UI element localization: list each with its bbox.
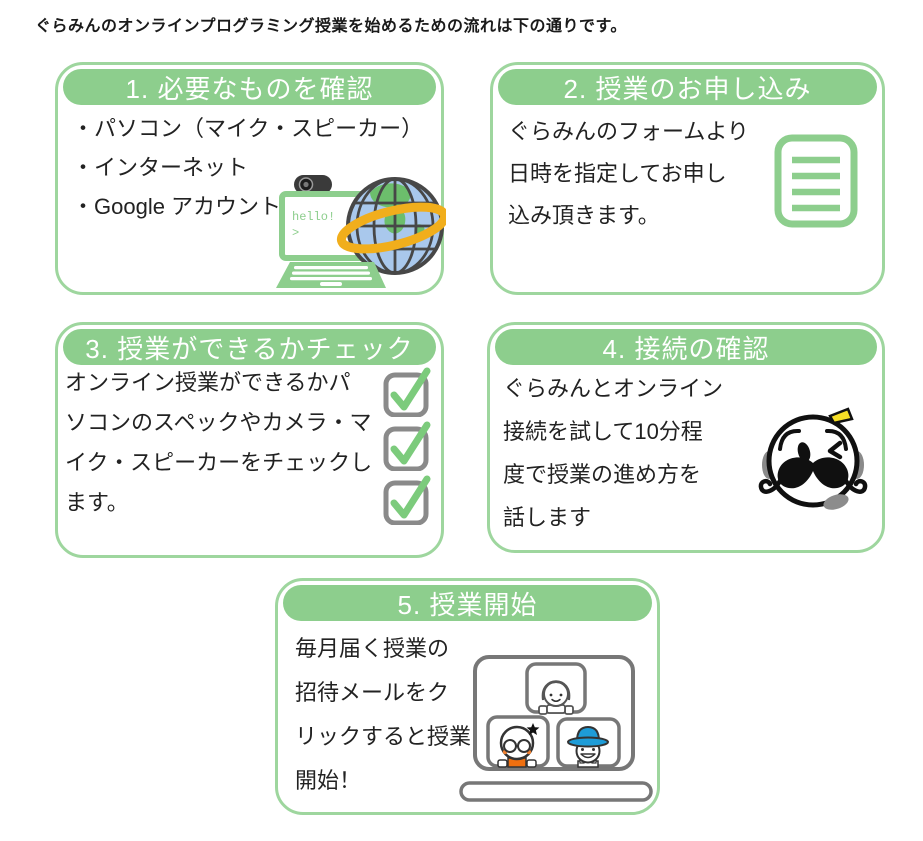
step-header-3: 3. 授業ができるかチェック: [63, 329, 436, 365]
step-header-1: 1. 必要なものを確認: [63, 69, 436, 105]
step-title-3: 3. 授業ができるかチェック: [85, 333, 414, 364]
step-text-line: 接続を試して10分程: [503, 419, 703, 444]
step-text-line: 招待メールをク: [295, 680, 450, 705]
video-panel-teacher: [525, 662, 587, 715]
step-card-1: 1. 必要なものを確認 ・パソコン（マイク・スピーカー） ・インターネット ・G…: [55, 62, 446, 295]
step-title-1: 1. 必要なものを確認: [125, 73, 374, 104]
checkbox-column: [382, 363, 432, 525]
step-text-line: ・Google アカウント: [72, 194, 282, 219]
mustache-mascot-icon: [758, 407, 868, 510]
step-text-line: ぐらみんのフォームより: [508, 119, 749, 144]
saturn-ring: [336, 202, 446, 254]
video-panel-kid-glasses: [486, 715, 550, 768]
step-text-line: ます。: [65, 490, 129, 515]
step-card-5: 5. 授業開始 毎月届く授業の 招待メールをク リックすると授業 開始！: [275, 578, 660, 815]
laptop-base-bar: [459, 781, 653, 802]
globe-icon: [336, 177, 446, 275]
step-text-4: ぐらみんとオンライン 接続を試して10分程 度で授業の進め方を 話します: [503, 367, 723, 539]
step-text-line: オンライン授業ができるかパ: [65, 370, 351, 395]
step-text-line: 話します: [503, 505, 592, 530]
intro-text: ぐらみんのオンラインプログラミング授業を始めるための流れは下の通りです。: [35, 18, 627, 35]
step-header-5: 5. 授業開始: [283, 585, 652, 621]
mustache: [777, 457, 849, 489]
step-title-4: 4. 接続の確認: [602, 333, 770, 364]
step-text-2: ぐらみんのフォームより 日時を指定してお申し 込み頂きます。: [508, 111, 749, 237]
step-text-line: 込み頂きます。: [508, 203, 660, 228]
checkbox-checked-icon: [383, 367, 431, 417]
laptop-screen-text: hello!: [292, 210, 335, 224]
step-card-4: 4. 接続の確認 ぐらみんとオンライン 接続を試して10分程 度で授業の進め方を…: [487, 322, 885, 553]
step-title-5: 5. 授業開始: [397, 589, 538, 620]
step-text-line: 開始！: [295, 768, 362, 793]
step-header-2: 2. 授業のお申し込み: [498, 69, 877, 105]
step-text-line: リックすると授業: [295, 724, 472, 749]
laptop-globe-illustration: hello! >: [276, 175, 446, 288]
laptop-screen-prompt: >: [292, 226, 299, 240]
step-text-line: 毎月届く授業の: [295, 636, 450, 661]
laptop-keyboard: [276, 262, 386, 288]
video-call-illustration: [459, 655, 653, 802]
step-text-line: ソコンのスペックやカメラ・マ: [65, 410, 372, 435]
step-card-2: 2. 授業のお申し込み ぐらみんのフォームより 日時を指定してお申し 込み頂きま…: [490, 62, 885, 295]
step-text-line: ・パソコン（マイク・スピーカー）: [72, 116, 424, 141]
step-header-4: 4. 接続の確認: [495, 329, 877, 365]
video-panel-kid-hat: [556, 717, 621, 768]
yellow-hat: [828, 407, 854, 425]
step-text-line: ・インターネット: [72, 155, 249, 180]
step-text-line: イク・スピーカーをチェックし: [65, 450, 373, 475]
step-title-2: 2. 授業のお申し込み: [563, 73, 812, 104]
application-form-icon: [774, 134, 858, 228]
step-text-line: 日時を指定してお申し: [508, 161, 727, 186]
step-text-1: ・パソコン（マイク・スピーカー） ・インターネット ・Google アカウント: [72, 109, 423, 226]
step-text-5: 毎月届く授業の 招待メールをク リックすると授業 開始！: [295, 627, 471, 803]
step-text-line: 度で授業の進め方を: [503, 462, 702, 487]
step-text-line: ぐらみんとオンライン: [503, 376, 724, 401]
checkbox-checked-icon: [383, 421, 431, 471]
step-card-3: 3. 授業ができるかチェック オンライン授業ができるかパ ソコンのスペックやカメ…: [55, 322, 444, 558]
checkbox-checked-icon: [383, 475, 431, 525]
step-text-3: オンライン授業ができるかパ ソコンのスペックやカメラ・マ イク・スピーカーをチェ…: [65, 363, 372, 523]
